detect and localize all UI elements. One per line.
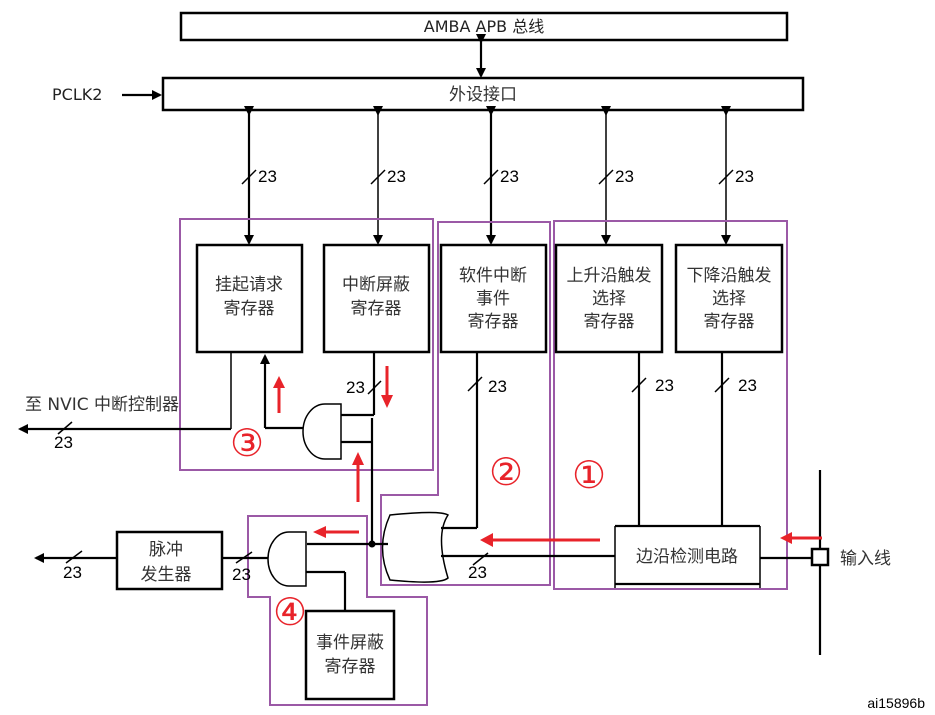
- software-interrupt-event-register: 软件中断 事件 寄存器: [439, 243, 548, 354]
- width-label: 23: [387, 167, 406, 186]
- event-mask-register: 事件屏蔽 寄存器: [304, 609, 396, 701]
- amba-apb-bus-label: AMBA APB 总线: [424, 17, 544, 36]
- input-line-label: 输入线: [840, 549, 891, 569]
- svg-text:寄存器: 寄存器: [325, 657, 376, 677]
- svg-text:发生器: 发生器: [141, 565, 192, 585]
- svg-text:选择: 选择: [712, 289, 746, 309]
- edge-detect-circuit: 边沿检测电路: [614, 524, 761, 588]
- width-label: 23: [500, 167, 519, 186]
- svg-text:挂起请求: 挂起请求: [215, 275, 283, 295]
- pulse-generator: 脉冲 发生器: [115, 530, 224, 591]
- svg-text:事件: 事件: [476, 289, 510, 309]
- svg-text:寄存器: 寄存器: [468, 312, 519, 332]
- stage-marker-3: ③: [230, 421, 264, 465]
- svg-text:中断屏蔽: 中断屏蔽: [342, 275, 410, 295]
- width-label: 23: [488, 377, 507, 396]
- group-3-outline: [179, 218, 434, 471]
- and-gate-event: [267, 531, 307, 587]
- svg-text:寄存器: 寄存器: [704, 312, 755, 332]
- register-bus-lines: [244, 106, 731, 245]
- svg-text:上升沿触发: 上升沿触发: [567, 266, 652, 286]
- stage-marker-2: ②: [489, 450, 523, 494]
- width-label: 23: [655, 376, 674, 395]
- width-label: 23: [54, 433, 73, 452]
- svg-text:寄存器: 寄存器: [584, 312, 635, 332]
- and-gate-interrupt: [302, 403, 342, 460]
- peripheral-interface-label: 外设接口: [449, 85, 517, 105]
- svg-text:脉冲: 脉冲: [149, 540, 183, 560]
- width-label: 23: [232, 565, 251, 584]
- group-2-outline: [380, 221, 551, 586]
- edge-detect-label: 边沿检测电路: [636, 547, 738, 567]
- svg-text:事件屏蔽: 事件屏蔽: [316, 633, 384, 653]
- pclk2-label: PCLK2: [52, 85, 102, 104]
- figure-id: ai15896b: [867, 695, 925, 711]
- svg-text:寄存器: 寄存器: [224, 299, 275, 319]
- svg-text:下降沿触发: 下降沿触发: [687, 266, 772, 286]
- stage-marker-1: ①: [572, 453, 606, 497]
- amba-apb-bus: AMBA APB 总线: [179, 11, 789, 42]
- or-gate: [381, 511, 450, 583]
- nvic-label: 至 NVIC 中断控制器: [25, 395, 179, 415]
- pending-register: 挂起请求 寄存器: [195, 243, 304, 354]
- width-label: 23: [738, 376, 757, 395]
- falling-trigger-select-register: 下降沿触发 选择 寄存器: [674, 243, 784, 354]
- rising-trigger-select-register: 上升沿触发 选择 寄存器: [554, 243, 664, 354]
- width-label: 23: [63, 563, 82, 582]
- svg-text:软件中断: 软件中断: [459, 266, 527, 286]
- width-label: 23: [346, 378, 365, 397]
- width-label: 23: [735, 167, 754, 186]
- interrupt-mask-register: 中断屏蔽 寄存器: [322, 243, 431, 354]
- peripheral-interface: 外设接口: [161, 76, 805, 112]
- width-label: 23: [615, 167, 634, 186]
- svg-text:选择: 选择: [592, 289, 626, 309]
- flow-arrows: [273, 366, 822, 547]
- svg-text:寄存器: 寄存器: [351, 299, 402, 319]
- input-pin: [810, 547, 830, 567]
- bus-width-marks-top: 23 23 23 23 23: [241, 167, 754, 186]
- width-label: 23: [258, 167, 277, 186]
- width-label: 23: [468, 563, 487, 582]
- stage-marker-4: ④: [273, 590, 307, 634]
- group-1-outline: [553, 220, 788, 590]
